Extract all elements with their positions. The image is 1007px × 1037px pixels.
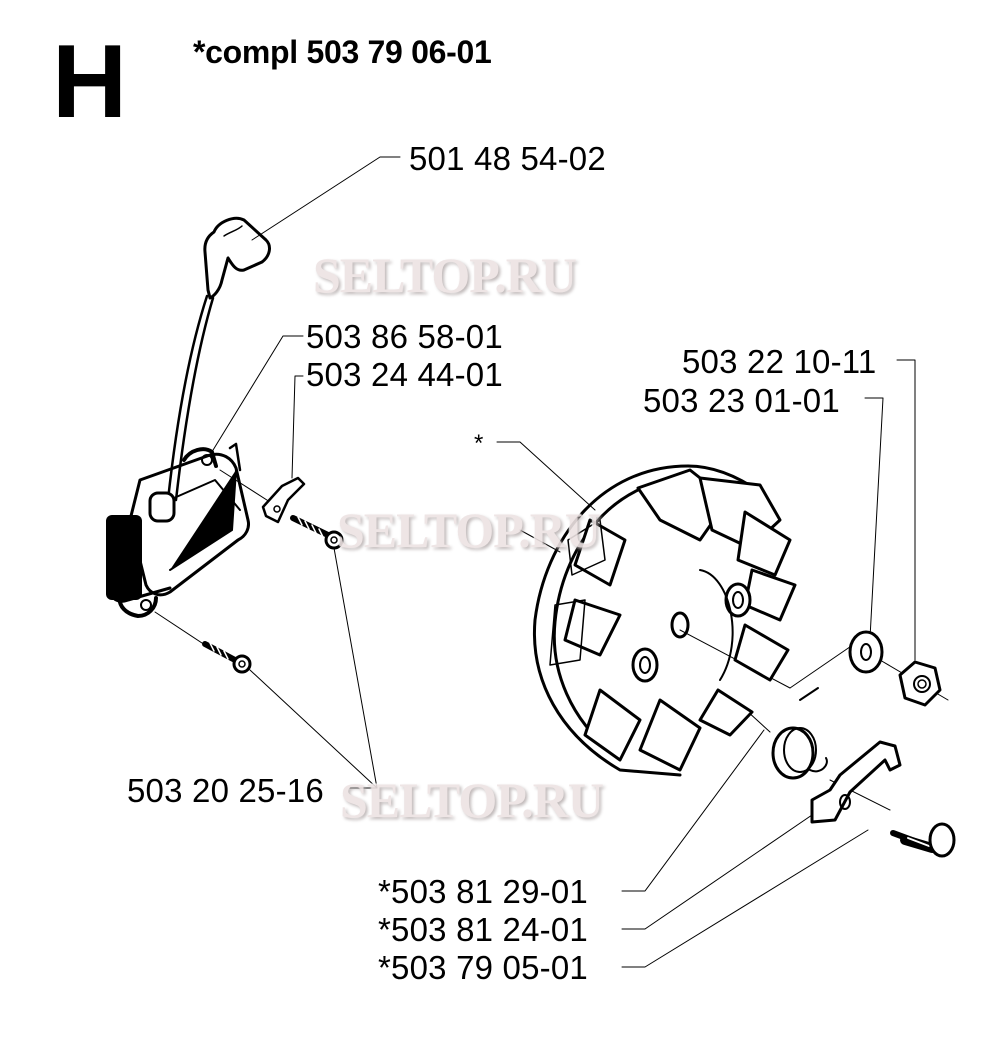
spark-plug-cap bbox=[203, 216, 271, 300]
callout-pawl-bolt: *503 79 05-01 bbox=[378, 949, 588, 986]
module-screw-lower bbox=[202, 641, 252, 674]
callout-pawl: *503 81 24-01 bbox=[378, 911, 588, 948]
spring bbox=[771, 687, 828, 780]
flywheel bbox=[532, 464, 797, 777]
callout-module-screws: 503 20 25-16 bbox=[127, 772, 324, 809]
ground-terminal bbox=[261, 476, 306, 524]
washer bbox=[848, 630, 884, 674]
watermark: SELTOP.RU bbox=[340, 772, 604, 828]
module-screw-upper bbox=[290, 515, 344, 550]
callout-washer: 503 23 01-01 bbox=[643, 382, 840, 419]
callout-flywheel: * bbox=[474, 430, 484, 457]
watermark: SELTOP.RU bbox=[337, 502, 601, 558]
kit-title: *compl 503 79 06-01 bbox=[193, 34, 492, 70]
pawl-bolt bbox=[890, 822, 956, 858]
ignition-module bbox=[106, 442, 250, 618]
nut bbox=[898, 660, 942, 707]
callout-spring: *503 81 29-01 bbox=[378, 873, 588, 910]
callout-ground-terminal: 503 24 44-01 bbox=[306, 356, 503, 393]
watermark: SELTOP.RU bbox=[313, 247, 577, 303]
callout-spark-plug-cap: 501 48 54-02 bbox=[409, 140, 606, 177]
ignition-wire bbox=[166, 294, 215, 502]
callout-ignition-module: 503 86 58-01 bbox=[306, 318, 503, 355]
pawl bbox=[810, 740, 902, 824]
section-letter: H bbox=[52, 24, 128, 140]
callout-nut: 503 22 10-11 bbox=[682, 343, 877, 380]
